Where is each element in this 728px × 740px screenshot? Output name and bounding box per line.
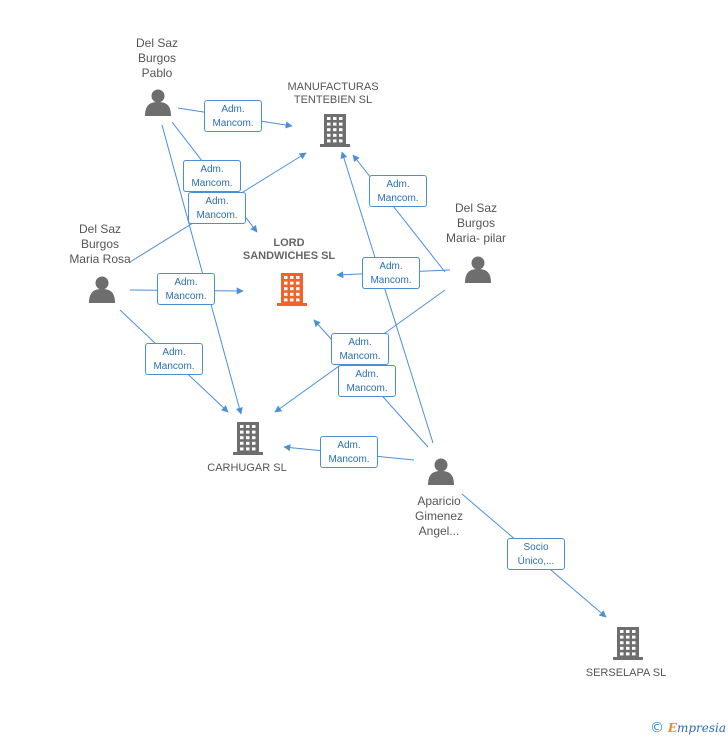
person-icon-p_rosa[interactable]: [89, 276, 115, 304]
edge-label-line: Mancom.: [377, 193, 419, 204]
node-label-line: TENTEBIEN SL: [293, 94, 373, 106]
edge-label-line: Mancom.: [196, 210, 238, 221]
edge-p_aparicio-to-c_manufacturas: [340, 151, 434, 444]
edge-label-line: Adm.: [221, 104, 245, 115]
edge-label-line: Adm.: [200, 164, 224, 175]
edge-p_pilar-to-c_lord: [352, 154, 446, 273]
person-icon-p_pilar[interactable]: [465, 256, 491, 284]
node-label-line: Del Saz: [135, 36, 179, 50]
edge-label-line: Adm.: [379, 261, 403, 272]
node-label-line: Burgos: [137, 51, 177, 65]
edge-label-line: Adm.: [337, 440, 361, 451]
edge-label-line: Mancom.: [191, 178, 233, 189]
edge-label-line: Adm.: [386, 179, 410, 190]
node-label-line: SERSELAPA SL: [585, 667, 667, 679]
node-label-line: Maria Rosa: [69, 252, 131, 266]
node-label-c_carhugar[interactable]: CARHUGAR SL: [187, 462, 307, 475]
node-label-line: Pablo: [141, 66, 173, 80]
edge-label-line: Mancom.: [370, 275, 412, 286]
edge-label-line: Mancom.: [153, 361, 195, 372]
node-label-line: Del Saz: [454, 201, 498, 215]
edge-label-p_pilar-to-c_carhugar[interactable]: Adm. Mancom.: [331, 333, 389, 365]
brand-initial: E: [667, 721, 677, 735]
edge-label-line: Mancom.: [165, 291, 207, 302]
edge-label-line: Adm.: [348, 337, 372, 348]
brand-name: mpresia: [676, 721, 727, 735]
edge-label-p_pilar-to-c_lord[interactable]: Adm. Mancom.: [369, 175, 427, 207]
edge-label-line: Adm.: [355, 369, 379, 380]
edge-label-p_rosa-to-c_carhugar[interactable]: Adm. Mancom.: [145, 343, 203, 375]
edge-label-line: Adm.: [174, 277, 198, 288]
edge-label-line: Mancom.: [346, 383, 388, 394]
edge-label-line: Único,...: [517, 556, 555, 567]
person-icon-p_aparicio[interactable]: [428, 458, 454, 486]
edge-label-p_pablo-to-c_manufacturas[interactable]: Adm. Mancom.: [204, 100, 262, 132]
node-label-line: Del Saz: [78, 222, 122, 236]
node-label-line: Angel...: [418, 524, 460, 538]
edge-label-line: Mancom.: [328, 454, 370, 465]
edge-label-line: Mancom.: [212, 118, 254, 129]
node-label-c_serselapa[interactable]: SERSELAPA SL: [566, 667, 686, 680]
node-label-line: CARHUGAR SL: [207, 462, 287, 474]
edge-label-line: Adm.: [162, 347, 186, 358]
footer-brand: © Empresia: [650, 720, 726, 736]
node-label-line: Gimenez: [414, 509, 464, 523]
node-label-line: Aparicio: [417, 494, 461, 508]
person-icon-p_pablo[interactable]: [145, 89, 171, 117]
building-icon-c_carhugar[interactable]: [233, 422, 263, 455]
building-icon-c_serselapa[interactable]: [613, 627, 643, 660]
edge-label-p_rosa-to-c_lord[interactable]: Adm. Mancom.: [157, 273, 215, 305]
edge-label-p_aparicio-to-c_manufacturas[interactable]: Adm. Mancom.: [362, 257, 420, 289]
node-label-line: LORD: [273, 237, 305, 249]
edge-p_pablo-to-c_carhugar: [161, 124, 243, 415]
edge-label-p_aparicio-to-c_lord[interactable]: Adm. Mancom.: [338, 365, 396, 397]
edge-label-p_pablo-to-c_carhugar[interactable]: Adm. Mancom.: [183, 160, 241, 192]
copyright-icon: ©: [650, 720, 664, 736]
edge-label-line: Adm.: [205, 196, 229, 207]
node-label-line: MANUFACTURAS: [287, 81, 379, 93]
edge-label-line: Mancom.: [339, 351, 381, 362]
node-label-line: SANDWICHES SL: [242, 250, 336, 262]
node-label-line: Maria- pilar: [445, 231, 506, 245]
building-icon-c_manufacturas[interactable]: [320, 114, 350, 147]
node-label-line: Burgos: [80, 237, 120, 251]
edge-label-line: Socio: [523, 542, 549, 553]
node-label-line: Burgos: [456, 216, 496, 230]
building-icon-c_lord[interactable]: [277, 273, 307, 306]
edge-label-p_aparicio-to-c_carhugar[interactable]: Adm. Mancom.: [320, 436, 378, 468]
edge-label-p_rosa-to-c_manufacturas[interactable]: Adm. Mancom.: [188, 192, 246, 224]
